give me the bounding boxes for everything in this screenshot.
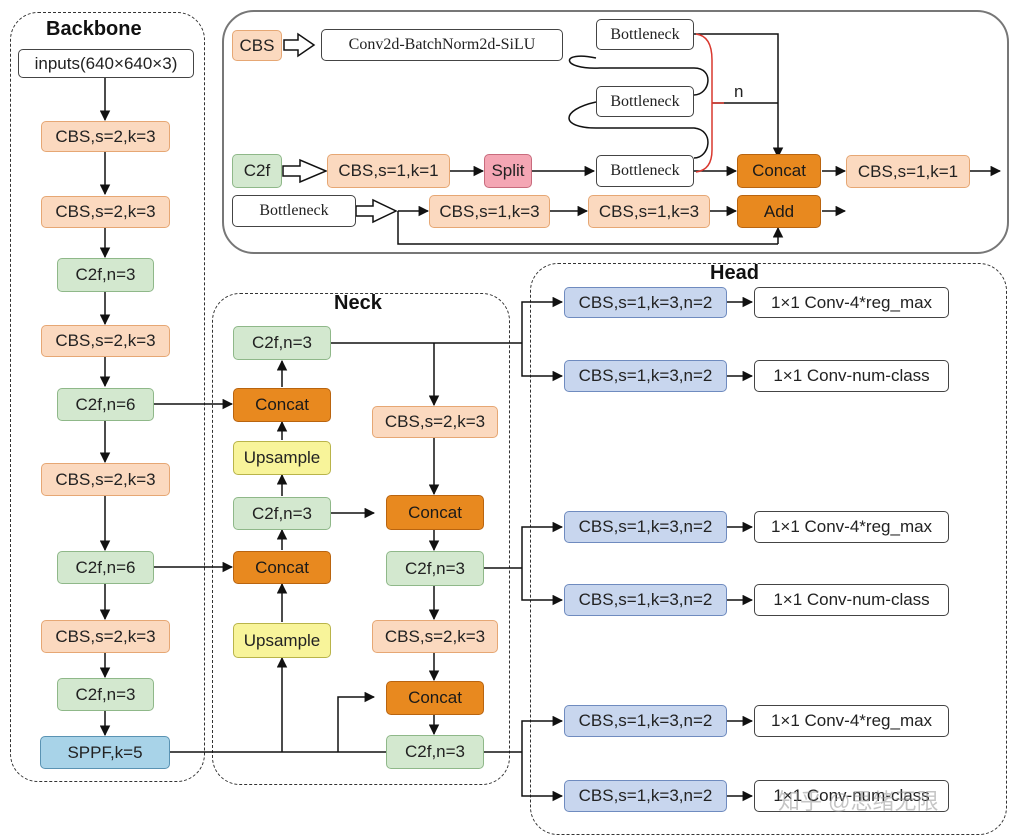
legend-c2f: C2f: [232, 154, 282, 188]
neck-right-concat-1: Concat: [386, 495, 484, 530]
backbone-c2f-4: C2f,n=3: [57, 678, 154, 711]
head-cbs-2: CBS,s=1,k=3,n=2: [564, 360, 727, 392]
legend-c2f-cbs-1: CBS,s=1,k=1: [327, 154, 450, 188]
neck-left-c2f-mid: C2f,n=3: [233, 497, 331, 530]
neck-right-concat-2: Concat: [386, 681, 484, 715]
head-out-3: 1×1 Conv-4*reg_max: [754, 511, 949, 543]
head-cbs-6: CBS,s=1,k=3,n=2: [564, 780, 727, 812]
legend-bottleneck-2: Bottleneck: [596, 86, 694, 117]
head-cbs-5: CBS,s=1,k=3,n=2: [564, 705, 727, 737]
backbone-cbs-3: CBS,s=2,k=3: [41, 325, 170, 357]
head-out-6: 1×1 Conv-num-class: [754, 780, 949, 812]
legend-bottleneck-cbs-2: CBS,s=1,k=3: [588, 195, 710, 228]
legend-add: Add: [737, 195, 821, 228]
backbone-region: [10, 12, 205, 782]
legend-bottleneck: Bottleneck: [232, 195, 356, 227]
neck-left-concat-2: Concat: [233, 551, 331, 584]
neck-region: [212, 293, 510, 785]
neck-left-upsample-2: Upsample: [233, 623, 331, 658]
watermark-text: 知乎 @思绪无限: [778, 789, 939, 814]
head-cbs-1: CBS,s=1,k=3,n=2: [564, 287, 727, 318]
legend-split: Split: [484, 154, 532, 188]
neck-right-c2f-2: C2f,n=3: [386, 735, 484, 769]
legend-n-label: n: [734, 82, 744, 101]
head-out-2: 1×1 Conv-num-class: [754, 360, 949, 392]
input-node: inputs(640×640×3): [18, 49, 194, 78]
neck-right-c2f-1: C2f,n=3: [386, 551, 484, 586]
legend-cbs: CBS: [232, 30, 282, 61]
neck-left-concat-1: Concat: [233, 388, 331, 422]
neck-title: Neck: [334, 292, 382, 314]
neck-left-upsample-1: Upsample: [233, 441, 331, 475]
backbone-c2f-2: C2f,n=6: [57, 388, 154, 421]
backbone-cbs-4: CBS,s=2,k=3: [41, 463, 170, 496]
backbone-cbs-1: CBS,s=2,k=3: [41, 121, 170, 152]
head-out-1: 1×1 Conv-4*reg_max: [754, 287, 949, 318]
backbone-cbs-2: CBS,s=2,k=3: [41, 196, 170, 228]
head-out-5: 1×1 Conv-4*reg_max: [754, 705, 949, 737]
backbone-title: Backbone: [46, 18, 142, 40]
sppf-node: SPPF,k=5: [40, 736, 170, 769]
head-out-4: 1×1 Conv-num-class: [754, 584, 949, 616]
neck-left-c2f-top: C2f,n=3: [233, 326, 331, 360]
head-region: [530, 263, 1007, 835]
legend-cbs-definition: Conv2d-BatchNorm2d-SiLU: [321, 29, 563, 61]
legend-bottleneck-3: Bottleneck: [596, 155, 694, 187]
legend-concat: Concat: [737, 154, 821, 188]
legend-bottleneck-cbs-1: CBS,s=1,k=3: [429, 195, 550, 228]
backbone-cbs-5: CBS,s=2,k=3: [41, 620, 170, 653]
head-cbs-3: CBS,s=1,k=3,n=2: [564, 511, 727, 543]
legend-bottleneck-1: Bottleneck: [596, 19, 694, 50]
backbone-c2f-3: C2f,n=6: [57, 551, 154, 584]
neck-right-cbs-1: CBS,s=2,k=3: [372, 406, 498, 438]
backbone-c2f-1: C2f,n=3: [57, 258, 154, 292]
head-cbs-4: CBS,s=1,k=3,n=2: [564, 584, 727, 616]
neck-right-cbs-2: CBS,s=2,k=3: [372, 620, 498, 653]
legend-c2f-cbs-2: CBS,s=1,k=1: [846, 155, 970, 188]
head-title: Head: [710, 262, 759, 284]
